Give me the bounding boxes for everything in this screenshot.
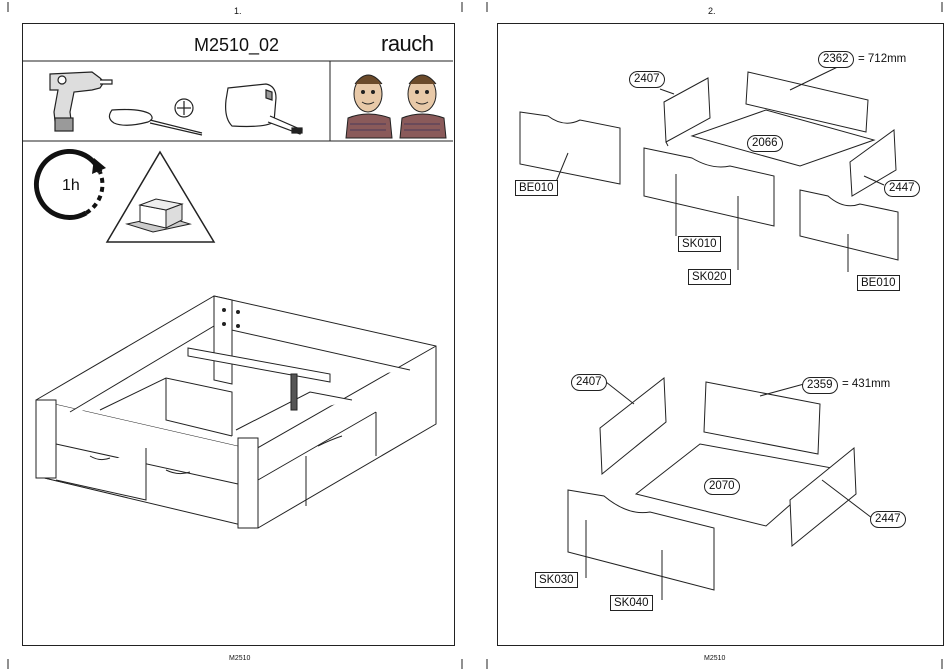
part-label: SK040	[610, 595, 653, 611]
part-label: 2359	[802, 377, 838, 394]
part-label: 2447	[870, 511, 906, 528]
part-label: SK030	[535, 572, 578, 588]
dimension-label: = 431mm	[842, 378, 890, 390]
part-label: 2407	[571, 374, 607, 391]
part-label: 2070	[704, 478, 740, 495]
